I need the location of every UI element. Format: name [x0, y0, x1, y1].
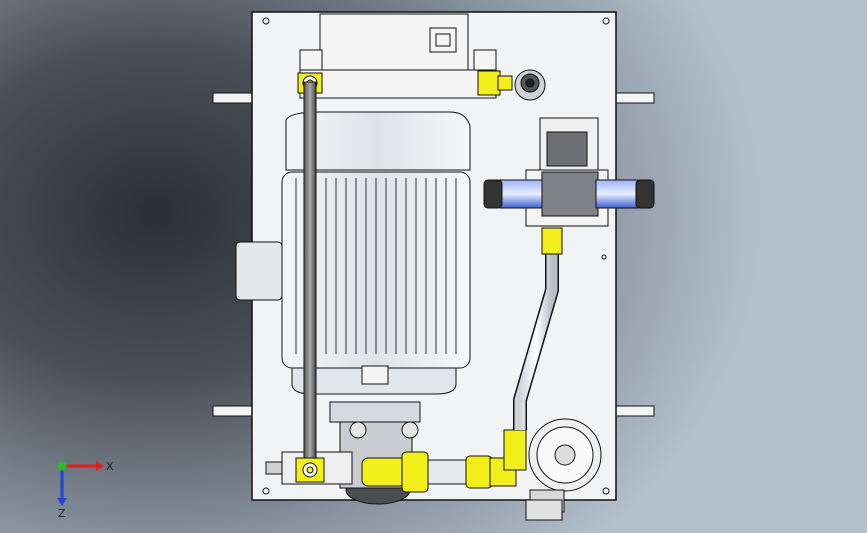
x-axis-arrowhead [96, 461, 104, 471]
directional-valve[interactable] [483, 117, 655, 227]
hose-fitting-top[interactable] [541, 227, 563, 255]
electric-motor[interactable] [235, 111, 471, 395]
orientation-triad: X Z [57, 460, 114, 518]
rod-bottom-fitting[interactable] [295, 457, 325, 483]
y-axis-dot [57, 461, 67, 471]
z-axis-label: Z [58, 507, 66, 518]
x-axis-label: X [106, 460, 114, 473]
dipstick-rod[interactable] [303, 81, 317, 473]
bottom-drain [525, 499, 563, 521]
top-bracket[interactable] [299, 13, 497, 99]
z-axis-arrowhead [57, 498, 67, 506]
